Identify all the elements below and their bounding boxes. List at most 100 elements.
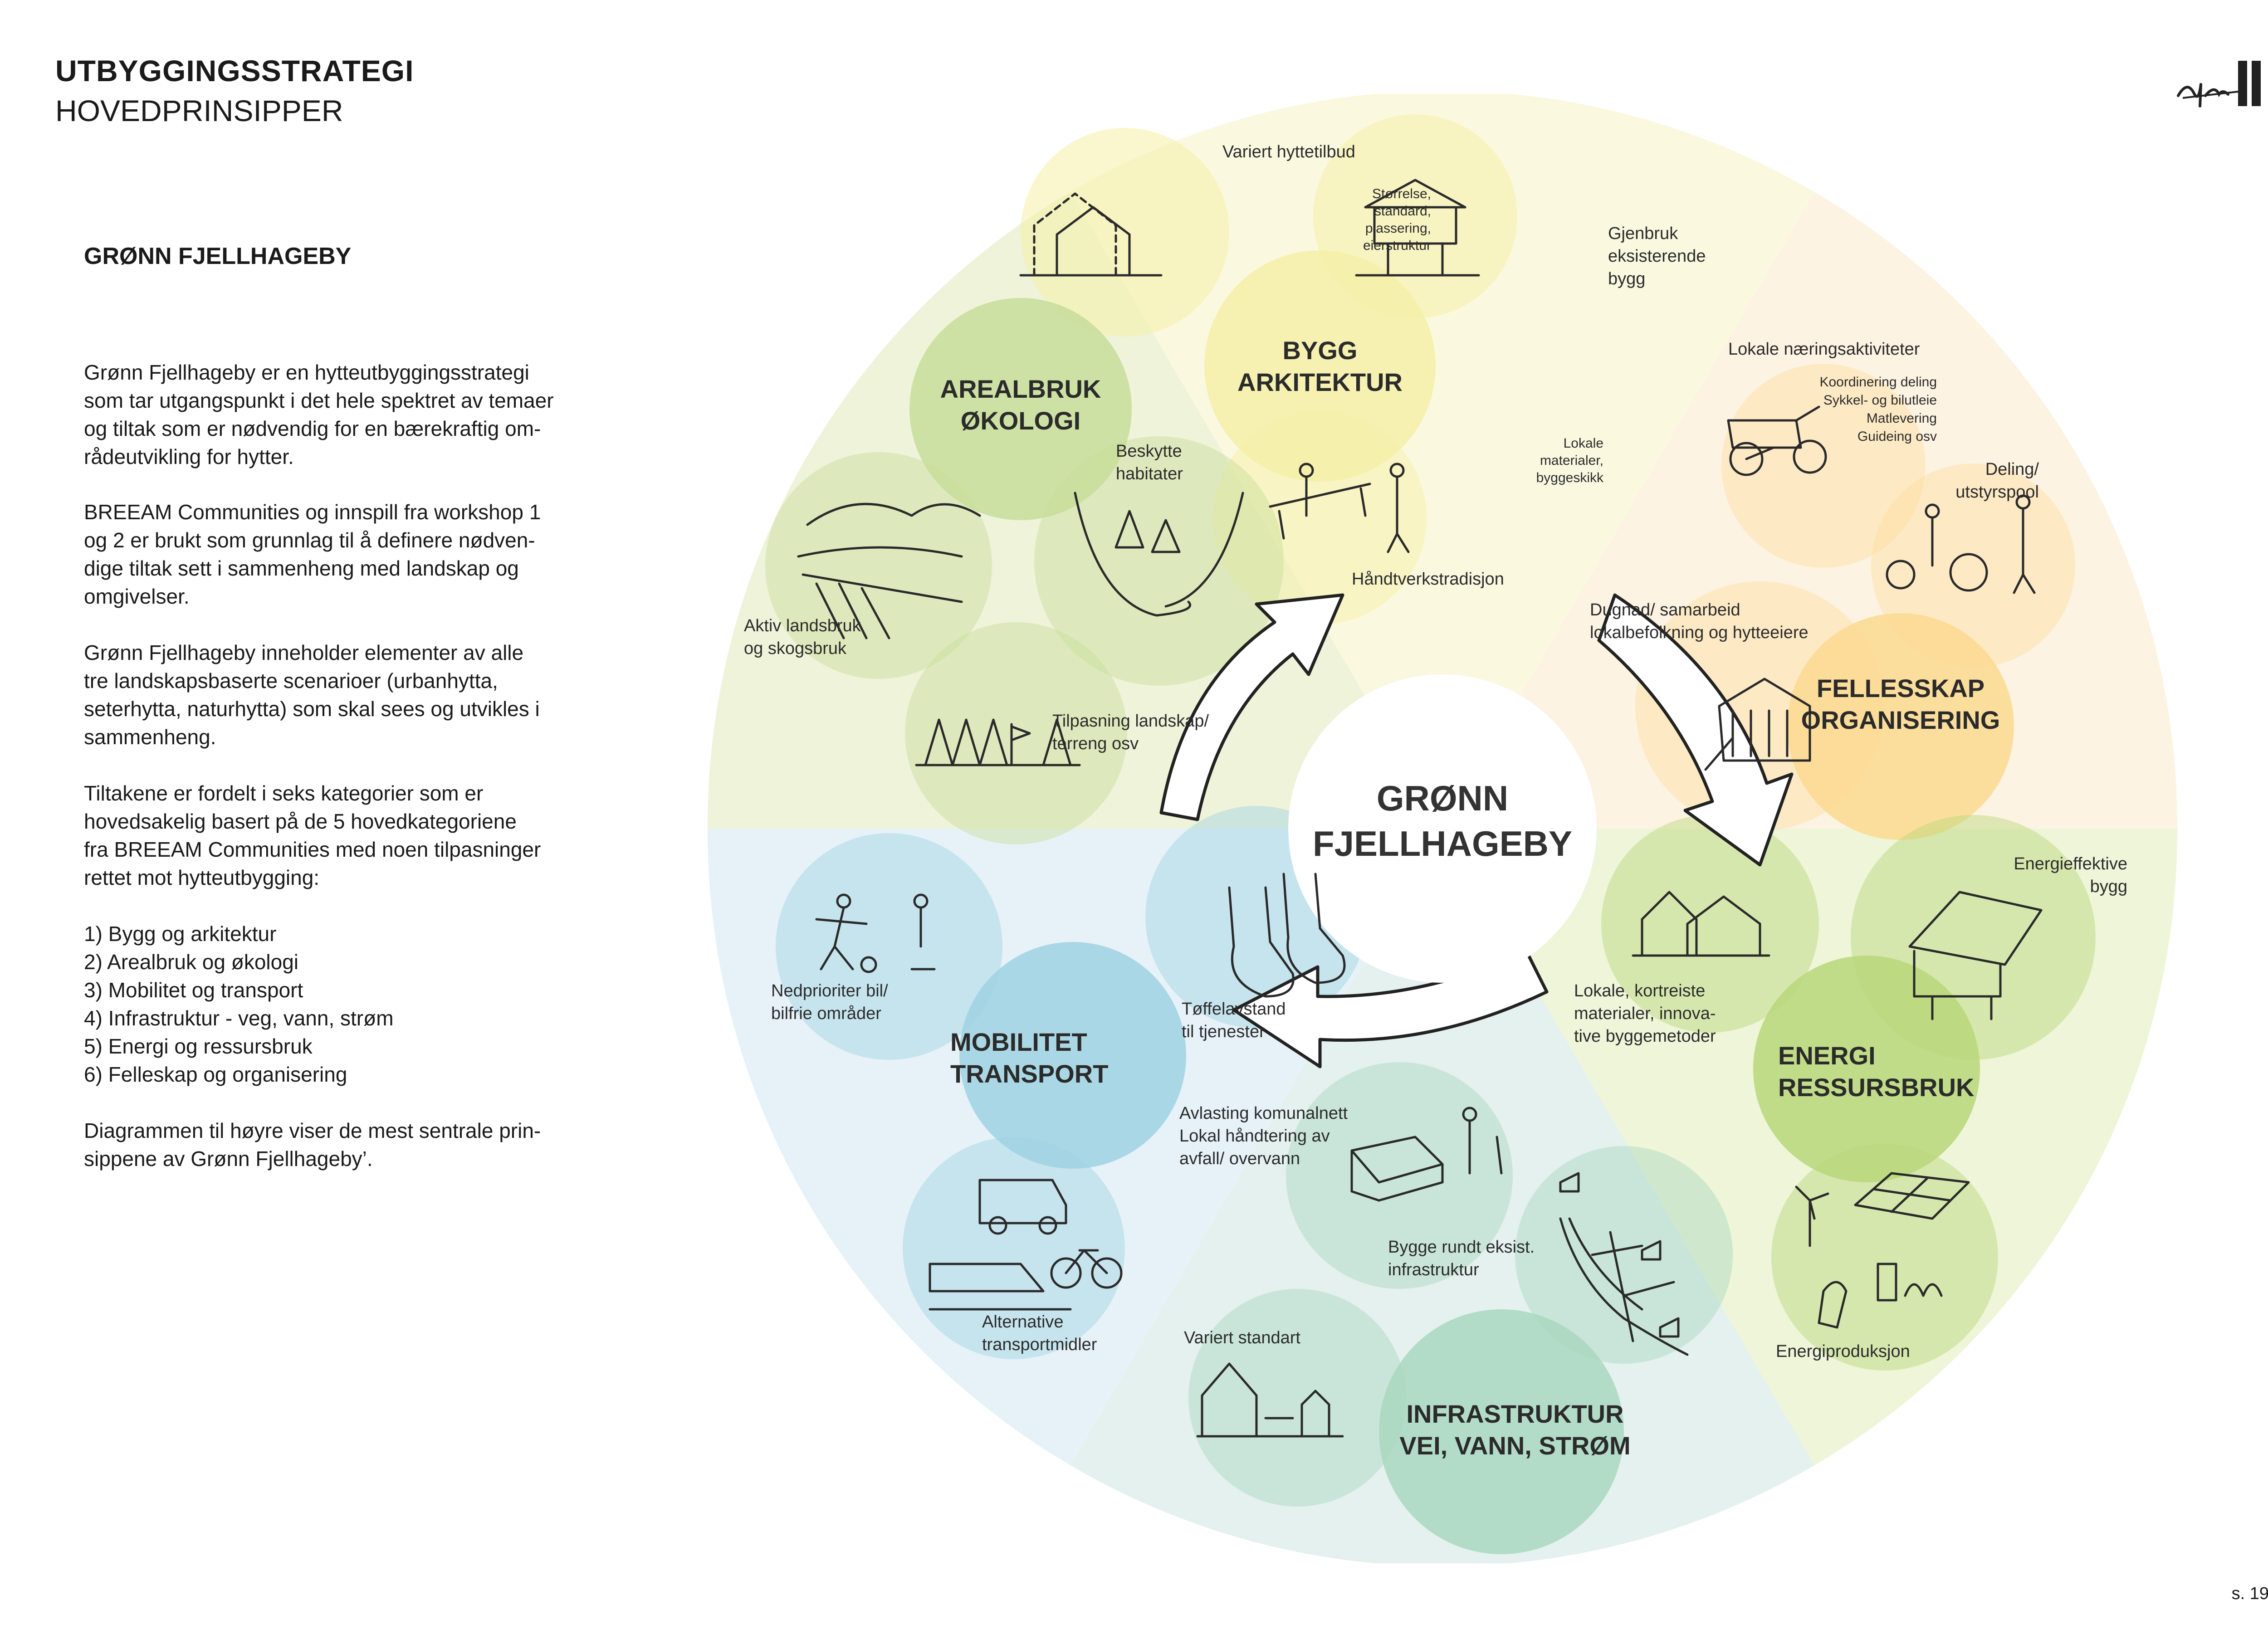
- spruce-trees-icon: [915, 718, 1081, 766]
- page-number: s. 19: [2231, 1584, 2268, 1603]
- van-train-bicycle-icon: [929, 1179, 1123, 1311]
- svg-text:Deling/: Deling/: [1985, 460, 2039, 479]
- svg-text:eierstruktur: eierstruktur: [1363, 238, 1431, 253]
- svg-text:BYGG: BYGG: [1283, 336, 1358, 365]
- label-variert-standart: Variert standart: [1184, 1328, 1300, 1347]
- svg-text:ARKITEKTUR: ARKITEKTUR: [1237, 368, 1403, 396]
- bubble-energi-category: [1753, 956, 1980, 1182]
- svg-text:Matlevering: Matlevering: [1867, 411, 1937, 426]
- svg-text:til tjenester: til tjenester: [1182, 1022, 1265, 1041]
- intro-paragraph: Grønn Fjellhageby er en hytteutbyggingss…: [84, 361, 554, 468]
- bubble-mobilitet-category: [959, 942, 1186, 1169]
- label-tilpasning: Tilpasning landskap/ terreng osv: [1052, 712, 1209, 753]
- svg-text:ORGANISERING: ORGANISERING: [1801, 706, 2000, 734]
- svg-text:transportmidler: transportmidler: [982, 1335, 1097, 1354]
- label-variert-hyttetilbud: Variert hyttetilbud: [1222, 142, 1355, 161]
- page-subtitle: HOVEDPRINSIPPER: [55, 94, 343, 127]
- bubble-lokale-kortreiste: [1601, 815, 1819, 1033]
- svg-text:Energieffektive: Energieffektive: [2014, 854, 2127, 873]
- svg-text:tive byggemetoder: tive byggemetoder: [1574, 1027, 1716, 1046]
- scenario-paragraph: Grønn Fjellhageby inneholder elementer a…: [84, 641, 540, 749]
- category-infrastruktur: INFRASTRUKTUR VEI, VANN, STRØM: [1399, 1400, 1630, 1460]
- svg-text:standard,: standard,: [1374, 204, 1431, 219]
- svg-text:Avlasting komunalnett: Avlasting komunalnett: [1179, 1104, 1348, 1123]
- bubble-nedprioriter: [776, 833, 1002, 1060]
- svg-text:Gjenbruk: Gjenbruk: [1608, 224, 1678, 243]
- label-gjenbruk: Gjenbruk eksisterende bygg: [1608, 224, 1706, 288]
- category-list: 1) Bygg og arkitektur 2) Arealbruk og øk…: [84, 920, 601, 1088]
- label-lokale-materialer: Lokale materialer, byggeskikk: [1536, 436, 1604, 485]
- cabin-group-icon: [1632, 891, 1770, 957]
- breeam-paragraph: BREEAM Communities og innspill fra works…: [84, 500, 541, 608]
- svg-text:habitater: habitater: [1116, 464, 1183, 483]
- svg-text:Koordinering deling: Koordinering deling: [1819, 375, 1937, 390]
- svg-text:Alternative: Alternative: [982, 1312, 1064, 1332]
- category-fellesskap: FELLESSKAP ORGANISERING: [1801, 674, 2000, 734]
- label-nedprioriter: Nedprioriter bil/ bilfrie områder: [771, 981, 888, 1023]
- list-item: 5) Energi og ressursbruk: [84, 1034, 313, 1058]
- categories-paragraph: Tiltakene er fordelt i seks kategorier s…: [84, 781, 541, 889]
- svg-text:og skogsbruk: og skogsbruk: [744, 639, 847, 658]
- bubble-arealbruk-category: [909, 298, 1132, 520]
- label-storrelse: Størrelse, standard, plassering, eierstr…: [1363, 186, 1431, 253]
- bubble-beskytte: [1034, 436, 1284, 686]
- svg-text:Lokale, kortreiste: Lokale, kortreiste: [1574, 981, 1705, 1000]
- bubble-bygg-category: [1204, 250, 1436, 482]
- svg-text:lokalbefolkning og hytteeiere: lokalbefolkning og hytteeiere: [1590, 623, 1809, 642]
- svg-text:INFRASTRUKTUR: INFRASTRUKTUR: [1406, 1400, 1623, 1428]
- bubble-variert-standart: [1188, 1289, 1406, 1507]
- svg-text:VEI, VANN, STRØM: VEI, VANN, STRØM: [1399, 1431, 1630, 1460]
- list-item: 1) Bygg og arkitektur: [84, 922, 277, 946]
- category-bygg: BYGG ARKITEKTUR: [1237, 336, 1403, 396]
- compost-people-icon: [1350, 1107, 1503, 1202]
- principles-wheel-diagram: GRØNN FJELLHAGEBY BYGG ARKITEKTUR AREALB…: [708, 94, 2177, 1563]
- list-item: 6) Felleskap og organisering: [84, 1063, 347, 1086]
- svg-text:MOBILITET: MOBILITET: [950, 1028, 1087, 1056]
- svg-text:Nedprioriter bil/: Nedprioriter bil/: [771, 981, 888, 1000]
- label-lokale-naering: Lokale næringsaktiviteter: [1728, 340, 1920, 359]
- bubble-bygge-rundt: [1515, 1146, 1733, 1364]
- svg-text:Bygge rundt eksist.: Bygge rundt eksist.: [1388, 1238, 1535, 1257]
- label-toffelavstand: Tøffelavstand til tjenester: [1182, 1000, 1286, 1041]
- category-energi: ENERGI RESSURSBRUK: [1778, 1041, 1975, 1102]
- svg-text:FELLESSKAP: FELLESSKAP: [1817, 674, 1984, 702]
- svg-text:bygg: bygg: [1608, 269, 1645, 288]
- svg-text:avfall/ overvann: avfall/ overvann: [1179, 1149, 1300, 1168]
- bubble-tilpasning: [905, 622, 1127, 844]
- svg-text:RESSURSBRUK: RESSURSBRUK: [1778, 1073, 1975, 1102]
- label-deling: Deling/ utstyrspool: [1955, 460, 2039, 502]
- bubble-aktiv-landsbruk: [765, 452, 992, 679]
- slippers-feet-icon: [1228, 873, 1346, 998]
- page-title: UTBYGGINGSSTRATEGI: [55, 54, 414, 88]
- cabin-outlines-icon: [1019, 192, 1163, 277]
- cabin-solar-roof-icon: [1908, 891, 2043, 1020]
- label-dugnad: Dugnad/ samarbeid lokalbefolkning og hyt…: [1590, 600, 1809, 642]
- category-mobilitet: MOBILITET TRANSPORT: [950, 1028, 1108, 1088]
- diagram-note-paragraph: Diagrammen til høyre viser de mest sentr…: [84, 1119, 541, 1171]
- hills-field-icon: [797, 502, 981, 639]
- bubble-energiproduksjon: [1771, 1144, 1998, 1371]
- center-title-line1: GRØNN: [1377, 778, 1508, 818]
- label-bygge-rundt: Bygge rundt eksist. infrastruktur: [1388, 1238, 1535, 1279]
- svg-text:AREALBRUK: AREALBRUK: [940, 375, 1101, 403]
- svg-text:Beskytte: Beskytte: [1116, 442, 1182, 461]
- cabin-toilet-icon: [1196, 1362, 1344, 1438]
- craftsmen-workbench-icon: [1269, 463, 1410, 553]
- category-arealbruk: AREALBRUK ØKOLOGI: [940, 375, 1101, 435]
- svg-text:bilfrie områder: bilfrie områder: [771, 1004, 881, 1023]
- svg-text:Guideing osv: Guideing osv: [1857, 429, 1937, 444]
- stilt-cabin-icon: [1355, 179, 1480, 277]
- svg-text:ENERGI: ENERGI: [1778, 1041, 1876, 1070]
- center-disc: [1288, 674, 1597, 983]
- svg-text:ØKOLOGI: ØKOLOGI: [961, 406, 1080, 435]
- svg-text:materialer, innova-: materialer, innova-: [1574, 1004, 1716, 1023]
- svg-text:materialer,: materialer,: [1540, 453, 1603, 468]
- solar-panels-turbine-icon: [1795, 1172, 1970, 1329]
- bubble-infrastruktur-category: [1379, 1309, 1624, 1554]
- svg-text:Lokal håndtering av: Lokal håndtering av: [1179, 1127, 1330, 1146]
- label-alternative: Alternative transportmidler: [982, 1312, 1097, 1354]
- svg-text:eksisterende: eksisterende: [1608, 247, 1706, 266]
- svg-text:plassering,: plassering,: [1365, 221, 1431, 236]
- svg-text:Dugnad/ samarbeid: Dugnad/ samarbeid: [1590, 600, 1740, 620]
- label-lokale-kortreiste: Lokale, kortreiste materialer, innova- t…: [1574, 981, 1716, 1046]
